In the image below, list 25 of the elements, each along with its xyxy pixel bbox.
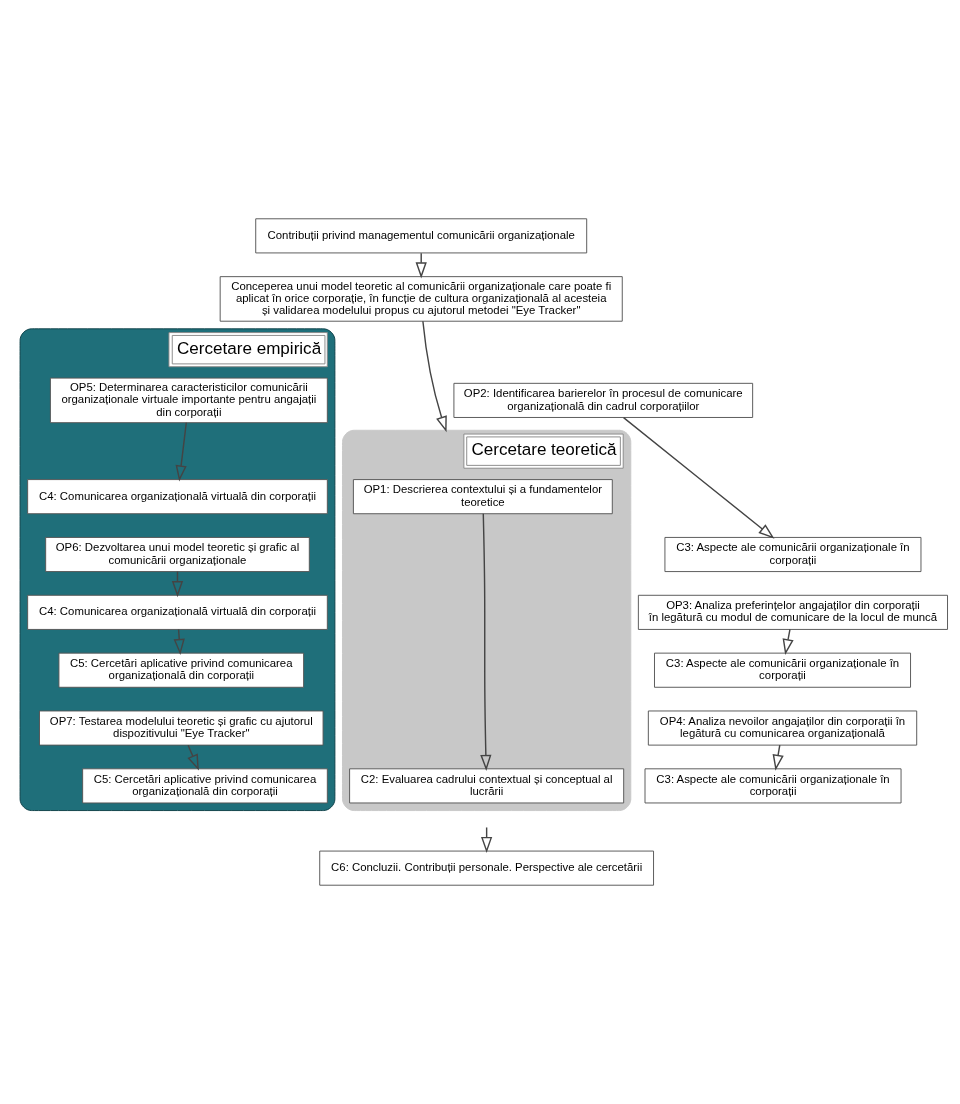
node-box: OP5: Determinarea caracteristicilor comunicării organizaționale virtuale importante pentru angajații din corporații [49, 377, 328, 424]
node-box: C3: Aspecte ale comunicării organizaționale în corporații [644, 768, 902, 804]
arrow [415, 252, 427, 279]
arrow [772, 744, 784, 771]
arrow [173, 628, 185, 656]
node-box: C3: Aspecte ale comunicării organizaționale în corporații [664, 536, 922, 573]
node-box: OP4: Analiza nevoilor angajaților din corporații în legătură cu comunicarea organizațională [647, 710, 918, 746]
node-box: C4: Comunicarea organizațională virtuală din corporații [27, 594, 328, 630]
node-box: OP7: Testarea modelului teoretic și grafic cu ajutorul dispozitivului "Eye Tracker" [39, 710, 324, 746]
arrow [187, 744, 199, 771]
node-box: C3: Aspecte ale comunicării organizaționale în corporații [654, 652, 911, 688]
arrow [480, 513, 492, 771]
arrow [422, 320, 447, 433]
node-box: C5: Cercetări aplicative privind comunicarea organizațională din corporații [58, 652, 305, 688]
node-box: C2: Evaluarea cadrului contextual și conceptual al lucrării [349, 768, 625, 804]
node-box: Conceperea unui model teoretic al comunicării organizaționale care poate fi aplicat în orice corporație, în funcție de cultura organizațională al acesteia și validarea modelului propus cu ajutorul metodei "Eye Tracker" [219, 276, 623, 322]
node-box: OP2: Identificarea barierelor în procesul de comunicare organizațională din cadrul corporațiilor [453, 382, 754, 418]
node-box: OP1: Descrierea contextului și a fundamentelor teoretice [352, 479, 613, 515]
arrow [175, 422, 187, 482]
node-box: C4: Comunicarea organizațională virtuală din corporații [27, 479, 328, 515]
node-box: OP3: Analiza preferințelor angajaților din corporații în legătură cu modul de comunicare de la locul de muncă [637, 594, 948, 630]
node-box: Contribuții privind managementul comunicării organizaționale [255, 218, 588, 254]
node-box: C5: Cercetări aplicative privind comunicarea organizațională din corporații [82, 768, 328, 804]
node-box: OP6: Dezvoltarea unui model teoretic și grafic al comunicării organizaționale [45, 536, 310, 573]
node-box: C6: Concluzii. Contribuții personale. Perspective ale cercetării [319, 850, 655, 886]
